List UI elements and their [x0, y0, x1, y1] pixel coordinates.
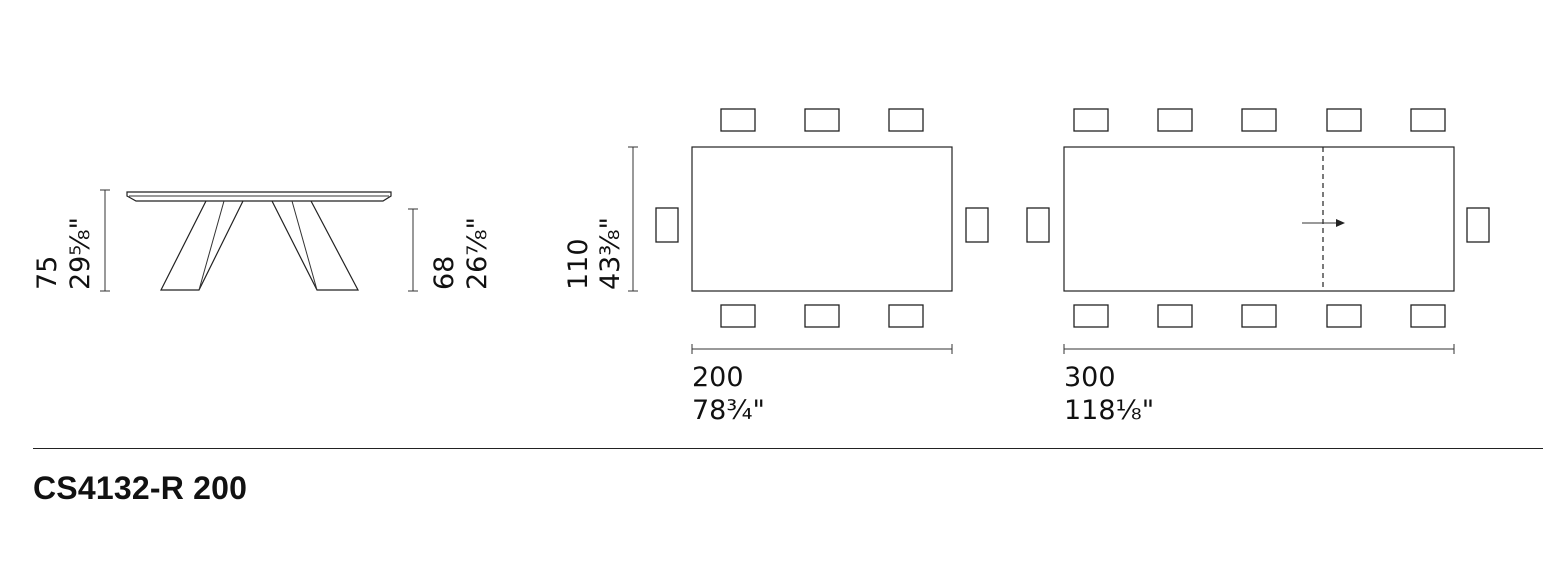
chair: [1241, 304, 1277, 328]
chair: [1157, 108, 1193, 132]
chair: [965, 207, 989, 243]
side-view: 75 29⅝" 68 26⅞": [32, 189, 493, 292]
table-leg-right: [271, 200, 359, 291]
height-cm-label: 75: [32, 256, 63, 290]
plan-extended: 300 118⅛": [1026, 108, 1490, 426]
chair: [804, 108, 840, 132]
chair: [655, 207, 679, 243]
chair: [720, 108, 756, 132]
table-top-extended: [1063, 146, 1455, 292]
chair: [1410, 304, 1446, 328]
depth-cm-label: 110: [563, 238, 594, 290]
chair: [1466, 207, 1490, 243]
clearance-dimension-line: [408, 208, 418, 292]
chair: [1241, 108, 1277, 132]
footer-divider: [33, 448, 1543, 449]
height-dimension-line: [100, 189, 110, 292]
chair: [888, 108, 924, 132]
chair: [804, 304, 840, 328]
length-dimension-line-extended: [1063, 344, 1455, 354]
depth-dimension-line: [628, 146, 638, 292]
model-code: CS4132-R 200: [33, 470, 248, 506]
length-dimension-line-closed: [691, 344, 953, 354]
chair: [1326, 108, 1362, 132]
length-extended-cm-label: 300: [1064, 362, 1116, 393]
table-top-side: [126, 191, 392, 202]
clearance-in-label: 26⅞": [462, 217, 493, 290]
depth-in-label: 43⅜": [595, 217, 626, 290]
table-leg-left: [160, 200, 244, 291]
plan-closed: 110 43⅜" 200 78¾": [563, 108, 989, 426]
arrow-right-icon: [1302, 219, 1345, 227]
chair: [1157, 304, 1193, 328]
chair: [720, 304, 756, 328]
chair: [1073, 108, 1109, 132]
chair: [1073, 304, 1109, 328]
chair: [1410, 108, 1446, 132]
clearance-cm-label: 68: [429, 256, 460, 290]
length-closed-cm-label: 200: [692, 362, 744, 393]
table-top-closed: [691, 146, 953, 292]
chair: [1026, 207, 1050, 243]
length-extended-in-label: 118⅛": [1064, 395, 1154, 426]
chair: [1326, 304, 1362, 328]
length-closed-in-label: 78¾": [692, 395, 765, 426]
height-in-label: 29⅝": [65, 217, 96, 290]
chair: [888, 304, 924, 328]
